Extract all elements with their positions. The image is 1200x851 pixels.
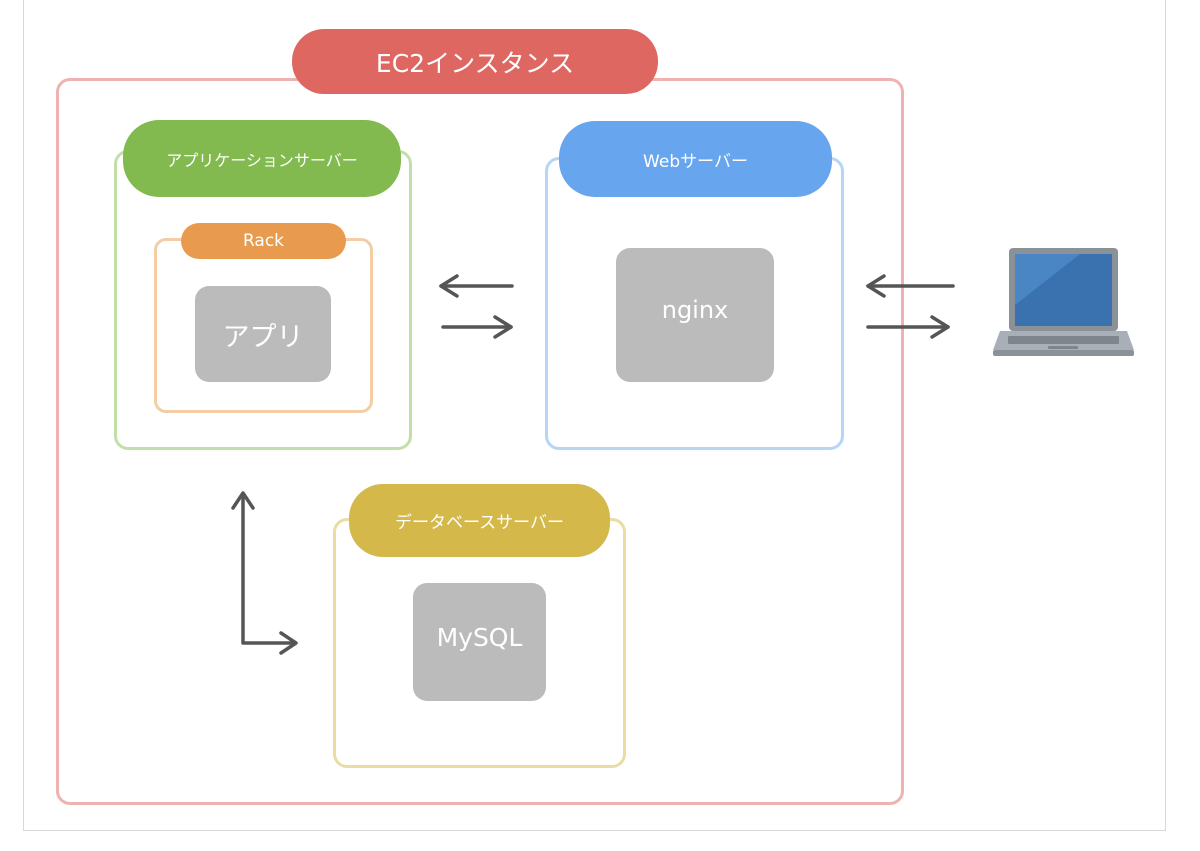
arrow-web-to-app [439,274,514,298]
mysql-block: MySQL [413,583,546,701]
arrow-app-to-web [441,315,513,339]
rack-label: Rack [181,223,346,259]
nginx-block: nginx [616,248,774,382]
arrow-client-to-web [866,274,955,298]
web-server-label: Webサーバー [559,121,832,197]
ec2-instance-label: EC2インスタンス [292,29,658,94]
diagram-frame [23,0,1166,831]
db-server-label: データベースサーバー [349,484,610,557]
arrow-app-db [231,491,298,655]
arrow-web-to-client [866,315,950,339]
app-server-label: アプリケーションサーバー [123,120,401,197]
app-block: アプリ [195,286,331,382]
laptop-icon [993,248,1134,356]
